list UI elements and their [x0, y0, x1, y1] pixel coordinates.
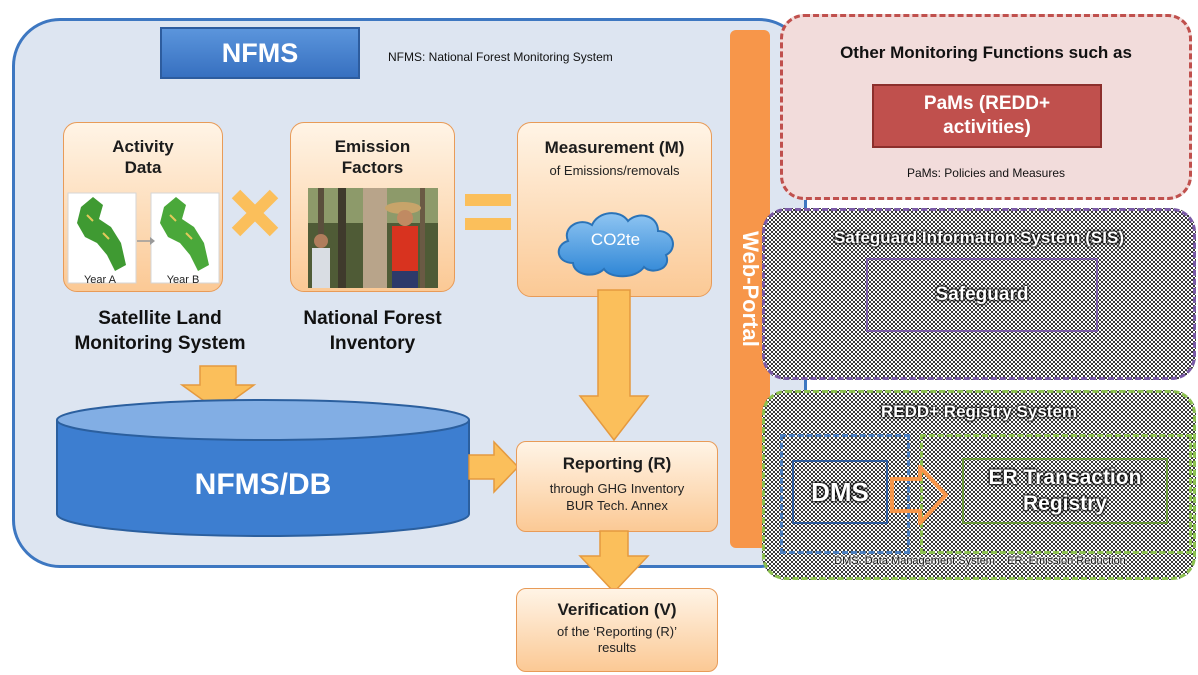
other-monitoring-title: Other Monitoring Functions such as	[840, 43, 1132, 62]
arrow-db-to-reporting	[468, 440, 520, 494]
reporting-box	[516, 441, 718, 532]
er-transaction-registry-box: ER Transaction Registry	[962, 458, 1168, 524]
er-dashed-region	[920, 434, 1192, 554]
arrow-reporting-to-verification	[578, 530, 650, 594]
reporting-description: through GHG Inventory BUR Tech. Annex	[549, 481, 685, 513]
multiply-symbol	[231, 189, 279, 237]
registry-note: DMS: Data Management System ER: Emission…	[834, 555, 1126, 567]
nfms-database-cylinder	[56, 399, 470, 537]
arrow-measurement-to-reporting	[578, 289, 650, 442]
nfms-title: NFMS	[160, 27, 360, 79]
year-a-label: Year A	[83, 274, 116, 286]
co2te-label: CO2te	[590, 230, 641, 249]
activity-data-title: Activity Data	[112, 137, 174, 177]
dms-dashed-region	[780, 434, 910, 554]
nfms-description: NFMS: National Forest Monitoring System	[388, 50, 613, 64]
caption-satellite-land-monitoring: Satellite Land Monitoring System	[74, 308, 246, 354]
measurement-title: Measurement (M)	[544, 138, 685, 157]
measurement-subtitle: of Emissions/removals	[549, 163, 680, 178]
reporting-title: Reporting (R)	[562, 454, 672, 473]
equals-symbol	[465, 194, 511, 230]
sis-title: Safeguard Information System (SIS)	[834, 228, 1124, 247]
verification-title: Verification (V)	[557, 600, 677, 619]
verification-box	[516, 588, 718, 672]
laos-maps-image	[67, 192, 220, 284]
pams-box: PaMs (REDD+ activities)	[872, 84, 1102, 148]
sis-panel	[762, 208, 1196, 380]
registry-panel	[762, 390, 1196, 580]
nfms-database-label: NFMS/DB	[194, 468, 332, 501]
safeguard-box: Safeguard	[866, 258, 1098, 332]
caption-national-forest-inventory: National Forest Inventory	[303, 308, 442, 354]
emission-factors-title: Emission Factors	[334, 137, 411, 177]
arrow-dms-to-er	[890, 465, 948, 525]
registry-title: REDD+ Registry System	[880, 402, 1078, 421]
co2-cloud-icon	[557, 212, 674, 278]
arrow-to-database	[179, 365, 257, 412]
verification-description: of the ‘Reporting (R)’ results	[557, 624, 677, 655]
year-b-label: Year B	[166, 274, 200, 286]
dms-box: DMS	[792, 460, 888, 524]
pams-note: PaMs: Policies and Measures	[906, 166, 1066, 180]
forest-inventory-photo	[308, 188, 438, 288]
